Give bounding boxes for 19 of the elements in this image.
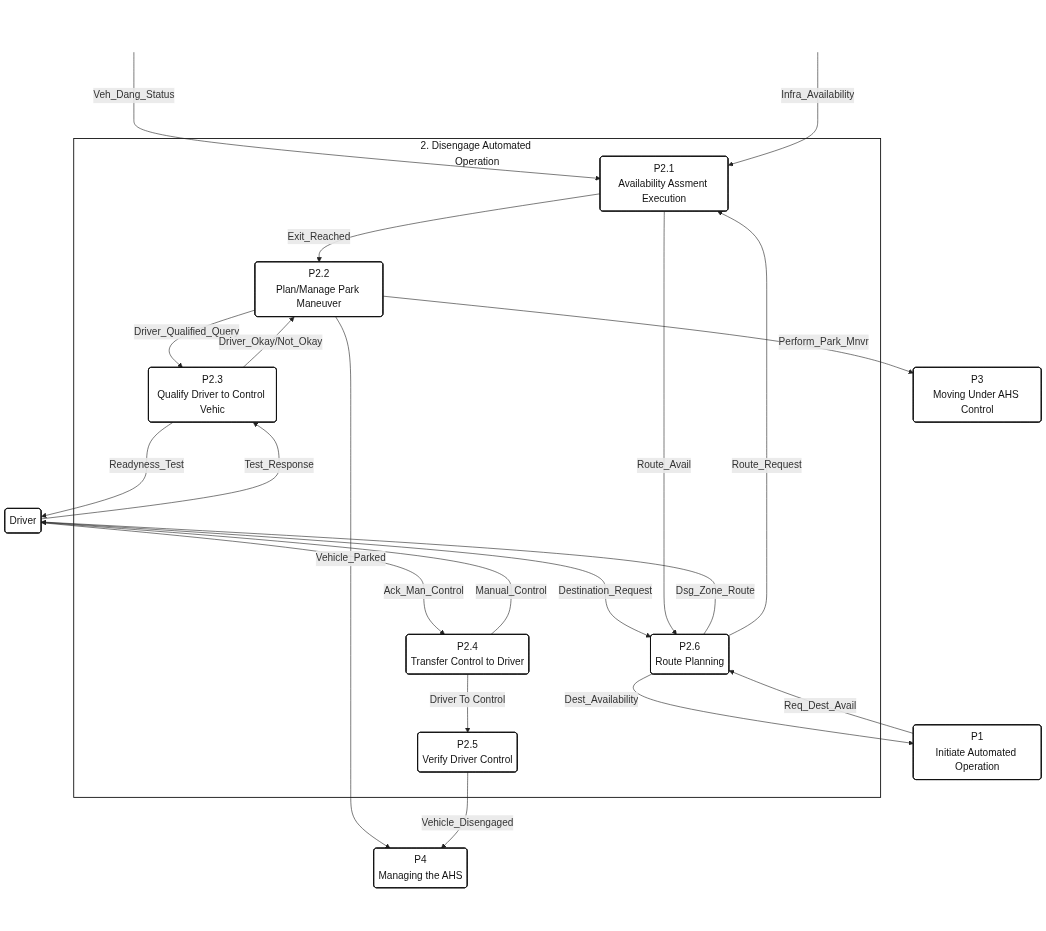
edge-label: Route_Avail [636, 459, 692, 471]
edge-label: Exit_Reached [287, 230, 351, 243]
edge-label: Dsg_Zone_Route [675, 585, 755, 597]
edge-label: Manual_Control [475, 585, 547, 597]
edge-label: Test_Response [244, 459, 314, 471]
edge-label: Ack_Man_Control [383, 585, 464, 597]
edge-label: Vehicle_Parked [315, 552, 386, 565]
edge-label: Veh_Dang_Status [93, 89, 175, 102]
edge-label: Readyness_Test [109, 459, 184, 471]
edge-label: Driver To Control [429, 693, 506, 706]
edge-label: Dest_Availability [564, 693, 639, 706]
edge-label: Req_Dest_Avail [784, 699, 857, 712]
edge-label: Driver_Qualified_Query [133, 326, 240, 338]
edge-label: Driver_Okay/Not_Okay [218, 336, 323, 348]
edge-label: Route_Request [731, 459, 802, 471]
edge-label: Infra_Availability [781, 89, 855, 102]
edge-label: Vehicle_Disengaged [421, 817, 514, 829]
edge-label: Destination_Request [558, 585, 653, 597]
edge-label: Perform_Park_Mnvr [778, 336, 869, 348]
